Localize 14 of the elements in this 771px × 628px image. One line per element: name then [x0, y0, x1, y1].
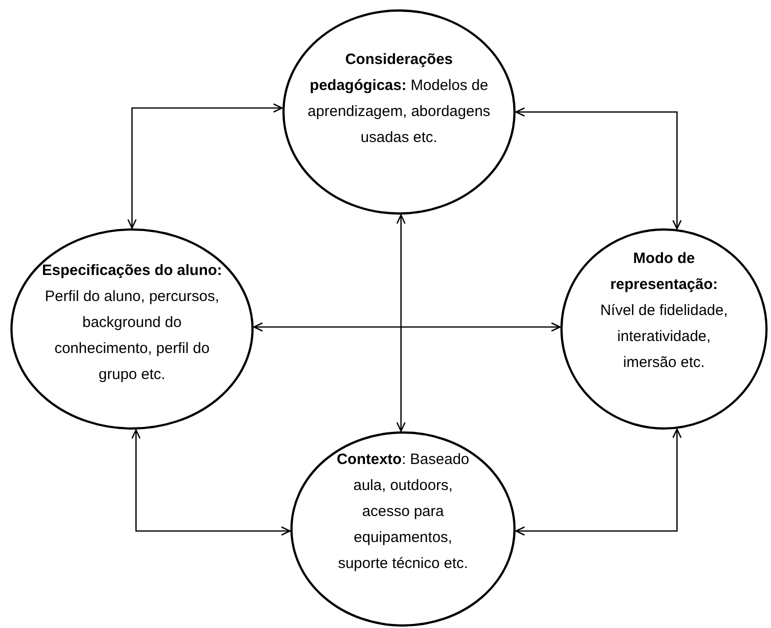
double-arrow — [127, 103, 283, 229]
ellipse-node — [282, 9, 516, 215]
node-text: Modo de representação: Nível de fidelidade, interatividade, imersão etc. — [599, 249, 729, 373]
double-arrow — [515, 428, 682, 536]
ellipse-node — [560, 228, 768, 430]
double-arrow — [396, 214, 406, 432]
node-text: Contexto: Baseado aula, outdoors, acesso para equipamentos, suporte técnico etc. — [336, 450, 470, 574]
double-arrow — [515, 107, 682, 230]
node-text: Especificações do aluno: Perfil do aluno, percursos, background do conhecimento, perfil do grupo etc. — [40, 261, 224, 385]
node-text: Considerações pedagógicas: Modelos de aprendizagem, abordagens usadas etc. — [306, 50, 492, 148]
ellipse-node — [290, 431, 516, 627]
double-arrow — [253, 322, 561, 332]
ellipse-node — [10, 228, 254, 430]
double-arrow — [131, 429, 291, 536]
